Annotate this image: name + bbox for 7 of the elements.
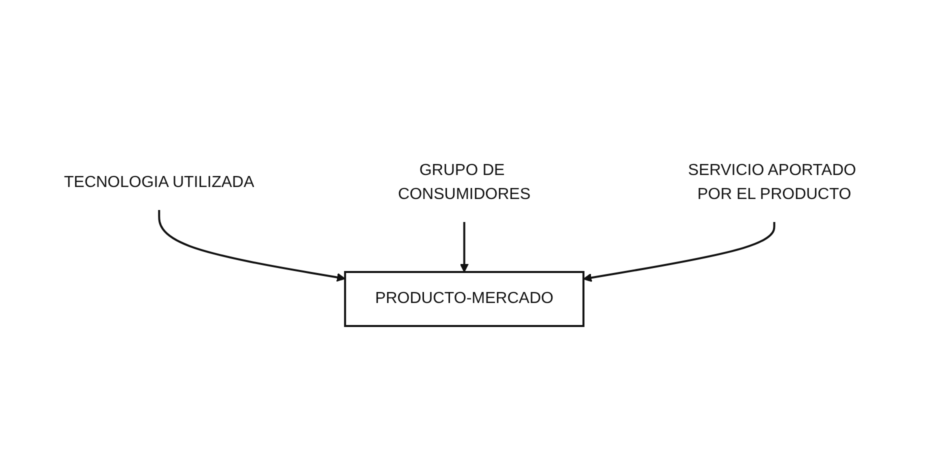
arrow xyxy=(158,210,346,282)
node-text: TECNOLOGIA UTILIZADA xyxy=(64,174,254,190)
node-text: GRUPO DE CONSUMIDORES xyxy=(398,162,530,202)
node-text: SERVICIO APORTADO POR EL PRODUCTO xyxy=(688,162,856,202)
arrow xyxy=(460,222,469,272)
node-box: PRODUCTO-MERCADO xyxy=(344,270,584,326)
arrow xyxy=(582,222,776,282)
